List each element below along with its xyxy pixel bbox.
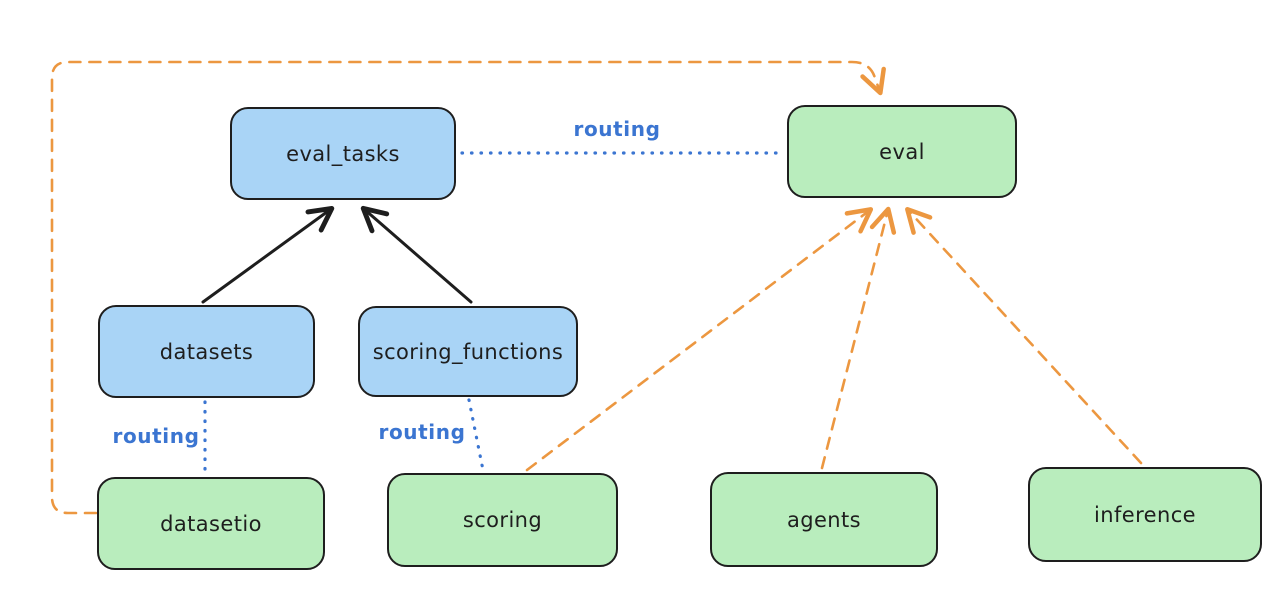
node-inference-label: inference	[1094, 502, 1196, 527]
edge-agents-to-eval	[820, 206, 897, 470]
node-eval-label: eval	[879, 139, 925, 164]
node-datasets-label: datasets	[159, 339, 254, 364]
edge-scoring-to-eval	[525, 207, 874, 472]
node-eval: eval	[787, 105, 1017, 198]
node-datasetio-label: datasetio	[160, 511, 262, 536]
edge-inference-to-eval	[905, 207, 1143, 465]
node-agents: agents	[710, 472, 938, 567]
node-agents-label: agents	[786, 507, 861, 532]
edge-scoring-functions-to-eval-tasks	[360, 205, 473, 304]
node-scoring-functions-label: scoring_functions	[372, 339, 564, 364]
edge-label-routing-datasetio: routing	[112, 424, 200, 448]
node-inference: inference	[1028, 467, 1262, 562]
edge-label-routing-top: routing	[573, 117, 661, 141]
node-datasets: datasets	[98, 305, 315, 398]
node-eval-tasks: eval_tasks	[230, 107, 456, 200]
node-scoring-label: scoring	[462, 508, 543, 532]
node-scoring: scoring	[387, 473, 618, 567]
node-scoring-functions: scoring_functions	[358, 306, 578, 397]
edge-label-routing-scoring: routing	[378, 420, 466, 444]
edge-datasets-to-eval-tasks	[201, 205, 335, 304]
node-eval-tasks-label: eval_tasks	[286, 141, 400, 166]
node-datasetio: datasetio	[97, 477, 325, 570]
edge-datasetio-to-eval	[50, 60, 886, 515]
